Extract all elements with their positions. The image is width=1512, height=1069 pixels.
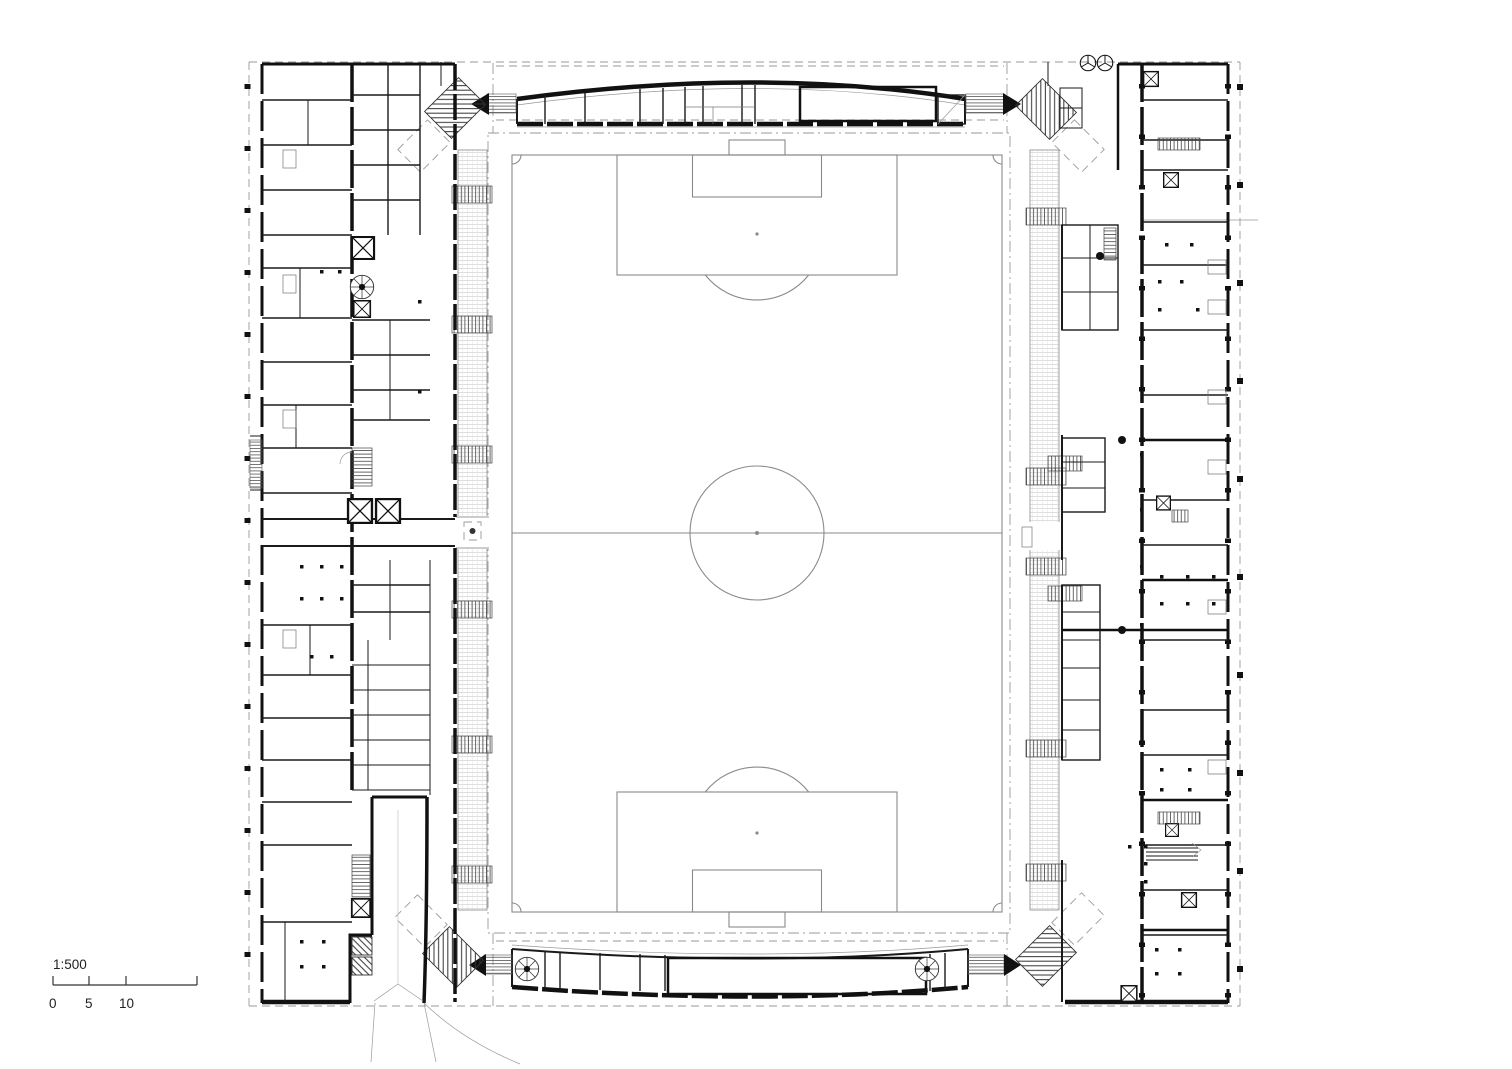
penalty-area-bottom <box>616 791 898 913</box>
tribune-west <box>451 149 493 911</box>
bridge-northwest <box>486 93 517 114</box>
entry-arrow-northeast <box>1003 93 1021 115</box>
shaft-x-icon <box>350 898 372 918</box>
shaft-x-icon <box>1120 985 1138 1002</box>
columns-east <box>1128 243 1216 976</box>
shaft-x-icon <box>1180 892 1198 908</box>
goal-area-bottom <box>691 869 823 913</box>
trees <box>1079 54 1114 72</box>
goal-area-top <box>691 154 823 198</box>
penalty-arc-bottom <box>704 766 810 793</box>
columns-west <box>300 270 422 969</box>
tribune-east <box>1021 149 1083 911</box>
stair-hatch <box>351 854 371 898</box>
centre-circle <box>689 465 825 601</box>
stair-hatch <box>1157 137 1201 151</box>
shaft-x-icon <box>1156 495 1171 511</box>
pitch-enclosure-dashed <box>487 132 1011 934</box>
stand-roof-wall <box>516 80 966 102</box>
shaft-x-icon <box>374 498 402 524</box>
wing-west <box>249 62 521 1065</box>
entry-arrow-southeast <box>1004 954 1021 976</box>
penalty-area-top <box>616 154 898 276</box>
centre-spot <box>755 531 759 535</box>
spiral-stair-icon <box>514 956 540 982</box>
shaft-x-icon <box>1143 70 1159 88</box>
tree-icon <box>1096 54 1114 72</box>
goal-bottom <box>728 911 786 928</box>
spiral-stair-icon <box>349 274 375 300</box>
exit-ramp <box>348 795 521 1065</box>
stair-hatch <box>1103 227 1117 261</box>
mid-entrance-marker <box>463 521 482 541</box>
shaft-x-icon <box>1163 172 1179 188</box>
bridge-southeast <box>967 954 1005 975</box>
spiral-stair-icon <box>914 956 940 982</box>
bridge-northeast <box>965 93 1005 114</box>
scale-tick-10: 10 <box>119 996 134 1011</box>
site-boundary <box>244 61 1258 1007</box>
stair-hatch <box>1157 811 1201 825</box>
stair-hatch <box>351 447 373 487</box>
football-pitch <box>487 132 1011 934</box>
stand-hall-south <box>666 956 928 996</box>
scale-ratio-label: 1:500 <box>53 957 87 972</box>
scale-tick-0: 0 <box>49 996 57 1011</box>
wing-east <box>1059 62 1231 1005</box>
grandstand-south <box>469 944 1021 999</box>
shaft-x-icon <box>350 236 376 260</box>
stair-hatch <box>1171 509 1189 523</box>
scale-bar: 1:500 0 5 10 <box>49 957 198 1011</box>
grandstand-north <box>471 80 1021 128</box>
penalty-arc-top <box>704 274 810 301</box>
shaft-x-icon <box>1165 823 1179 837</box>
goal-top <box>728 139 786 156</box>
scale-tick-5: 5 <box>85 996 93 1011</box>
ramp-arrows <box>1146 842 1202 861</box>
bridge-southwest <box>483 954 513 975</box>
shaft-x-icon <box>346 498 374 524</box>
stand-hall <box>798 85 938 123</box>
tree-icon <box>1079 54 1097 72</box>
shaft-x-icon <box>352 300 372 318</box>
